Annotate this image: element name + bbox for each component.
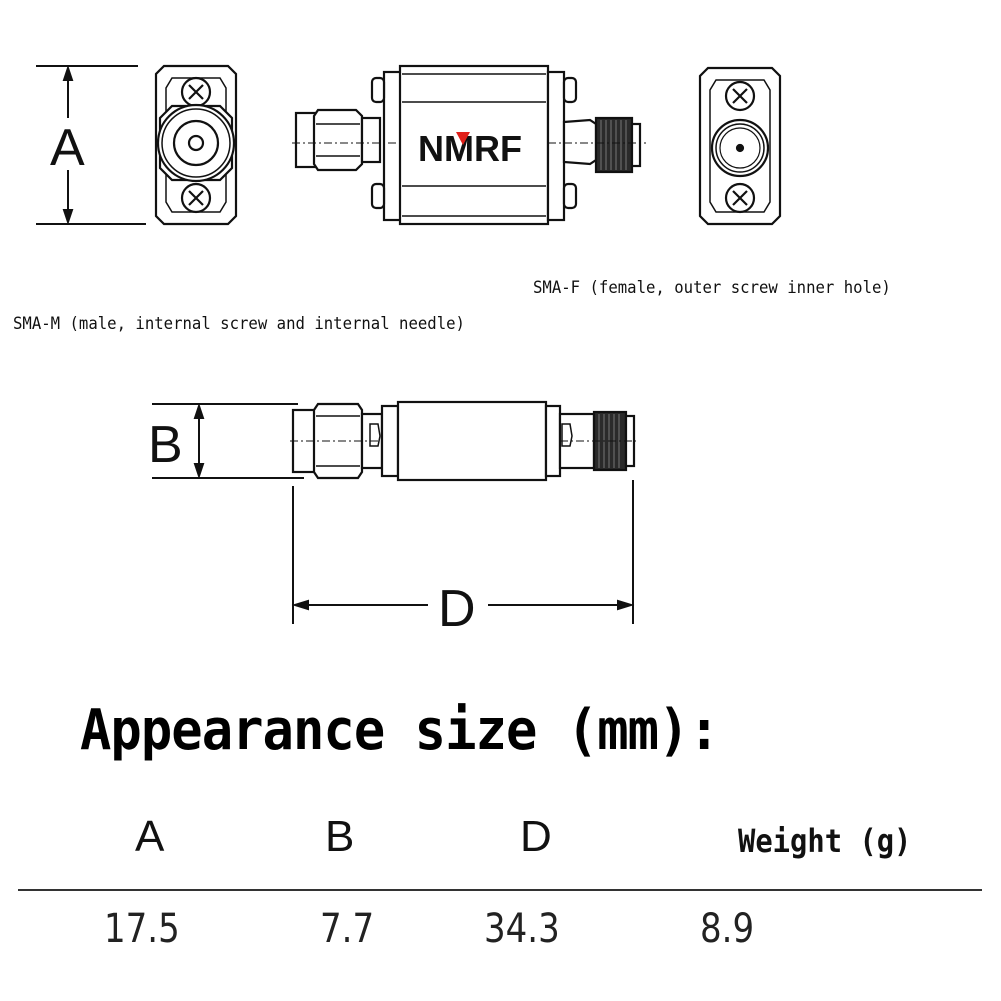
- value-weight: 8.9: [700, 906, 755, 952]
- dimension-b: [152, 402, 304, 480]
- value-b: 7.7: [320, 906, 375, 952]
- header-b: B: [325, 812, 355, 861]
- caption-sma-male: SMA-M (male, internal screw and internal…: [13, 314, 465, 334]
- header-d: D: [520, 812, 552, 861]
- header-a: A: [135, 812, 165, 861]
- brand-logo: NMRF: [418, 128, 522, 169]
- side-view: [290, 400, 636, 482]
- dimension-a-label: A: [50, 119, 85, 177]
- male-end-view: [154, 64, 238, 226]
- table-divider: [18, 889, 982, 891]
- logo-triangle-icon: [456, 132, 470, 145]
- svg-text:NMRF: NMRF: [418, 128, 522, 169]
- dimension-d: [291, 480, 635, 624]
- dimension-b-label: B: [148, 416, 183, 474]
- specs-title: Appearance size (mm):: [80, 698, 720, 763]
- header-weight: Weight (g): [738, 822, 912, 860]
- dimension-d-label: D: [438, 580, 476, 638]
- female-end-view: [698, 66, 782, 226]
- caption-sma-female: SMA-F (female, outer screw inner hole): [533, 278, 891, 298]
- top-view: [292, 64, 646, 226]
- value-d: 34.3: [484, 906, 560, 952]
- value-a: 17.5: [104, 906, 180, 952]
- dimension-a: [36, 64, 146, 226]
